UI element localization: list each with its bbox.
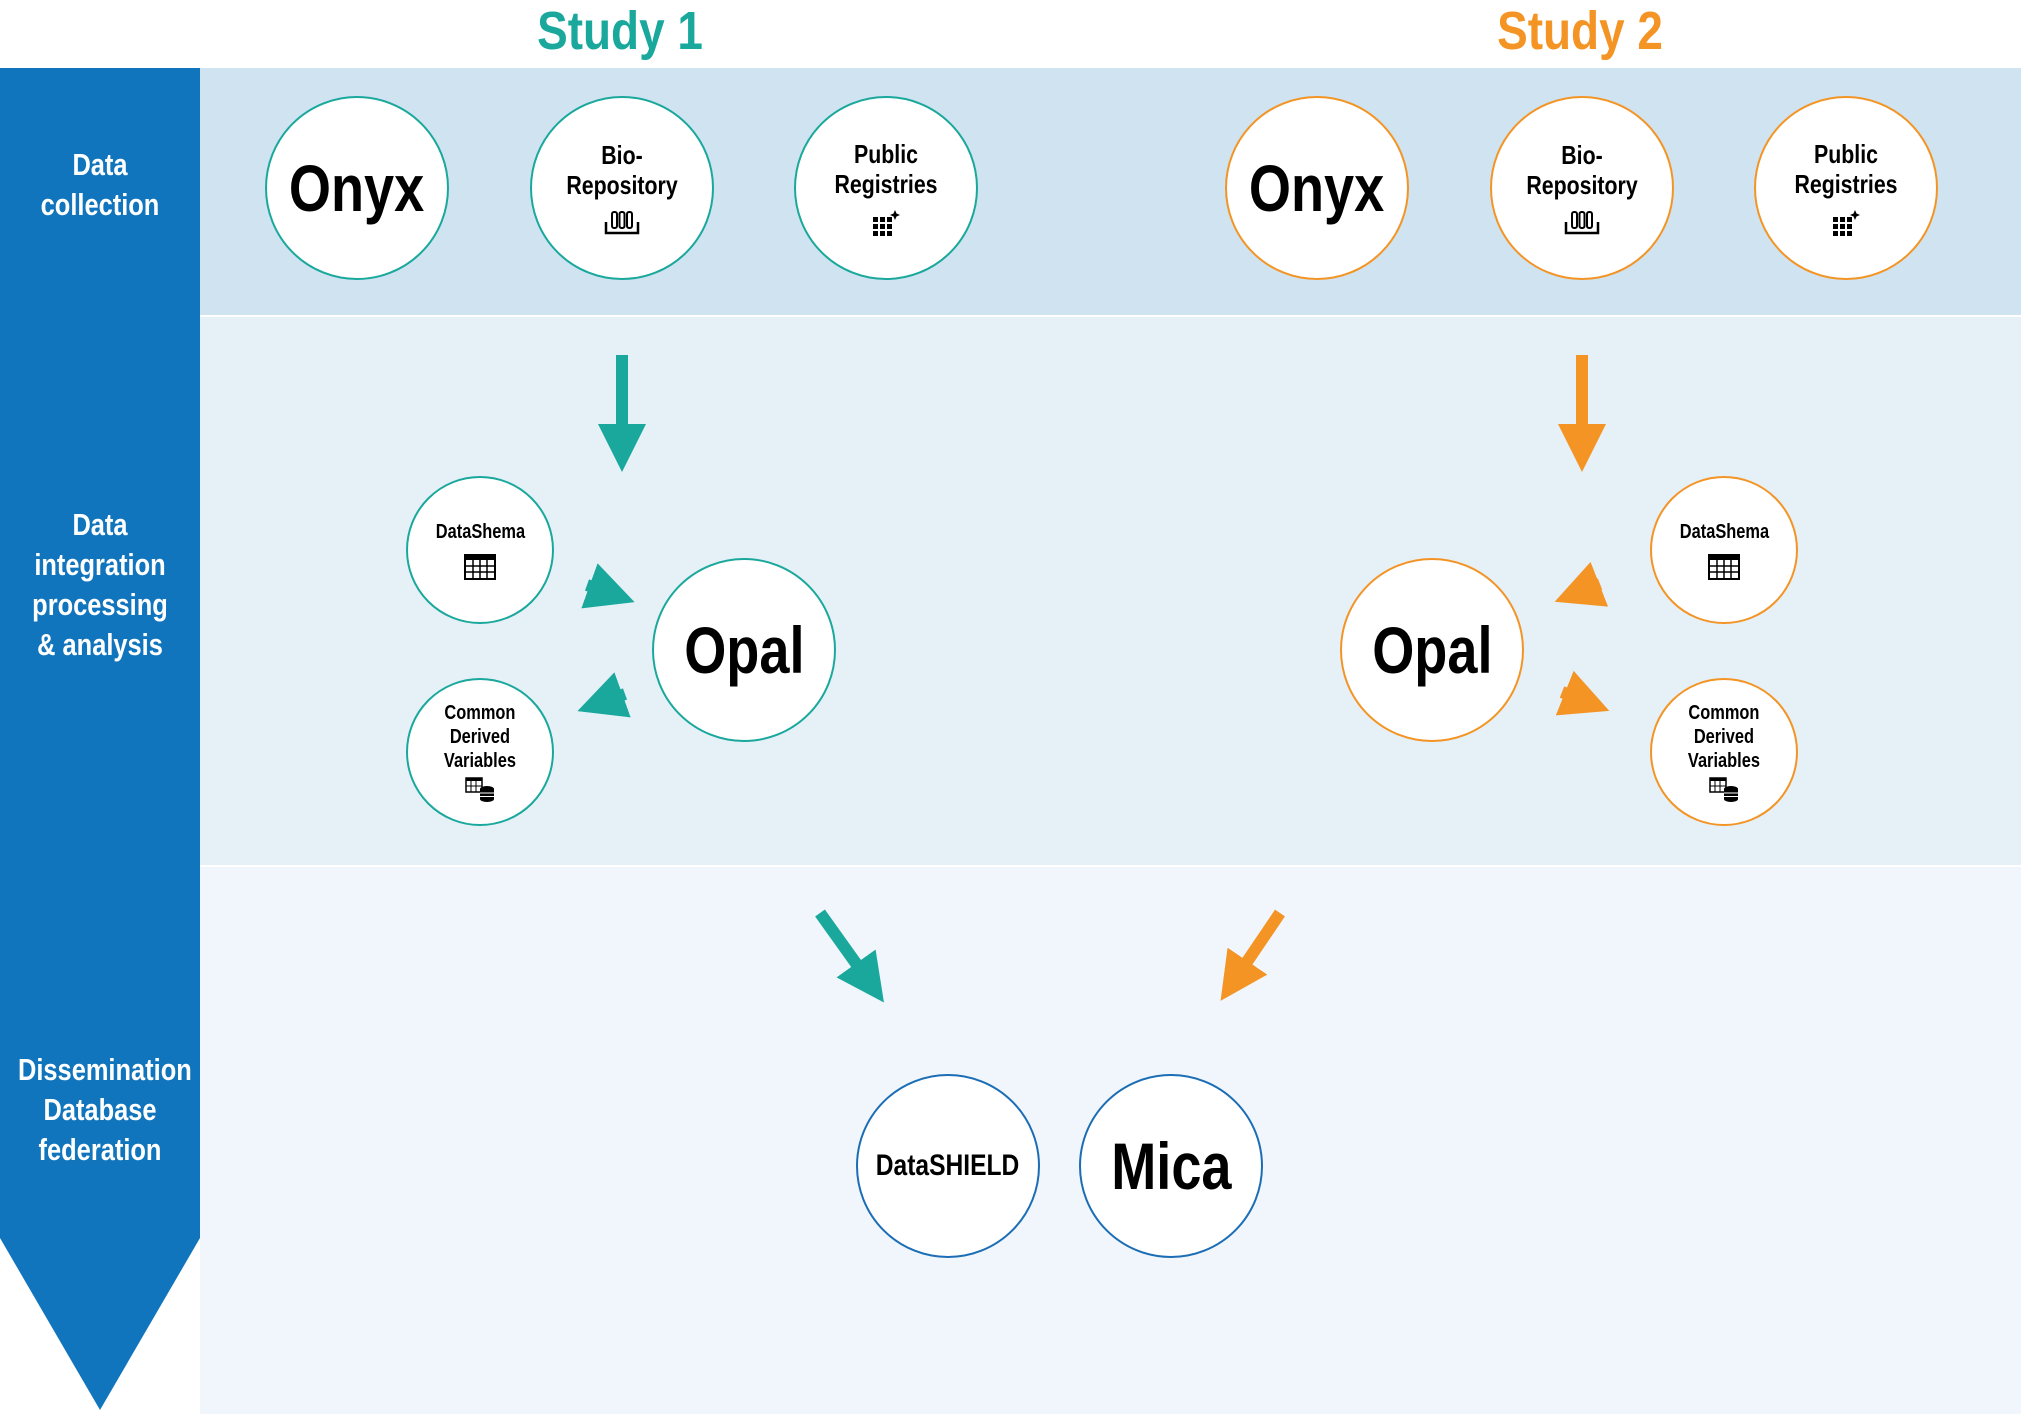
study1-opal-node: Opal — [652, 558, 836, 742]
table-database-icon — [1709, 777, 1738, 802]
study1-common-derived-variables-label: Common Derived Variables — [443, 702, 517, 772]
study2-bio-repository-label: Bio-Repository — [1526, 140, 1638, 200]
study1-common-derived-variables-node: Common Derived Variables — [406, 678, 554, 826]
study2-public-registries-label: Public Registries — [1794, 139, 1898, 199]
study1-data-schema-node: DataShema — [406, 476, 554, 624]
study1-bio-repository-label: Bio-Repository — [566, 140, 678, 200]
test-tubes-icon — [604, 211, 640, 235]
study2-common-derived-variables-node: Common Derived Variables — [1650, 678, 1798, 826]
datashield-node: DataSHIELD — [856, 1074, 1040, 1258]
study2-opal-node: Opal — [1340, 558, 1524, 742]
study1-opal-label: Opal — [683, 613, 805, 687]
study2-data-schema-node: DataShema — [1650, 476, 1798, 624]
arrow-study1-schema-to-opal — [581, 563, 635, 609]
study1-bio-repository-node: Bio-Repository — [530, 96, 714, 280]
study-2-title: Study 2 — [1497, 1, 1663, 61]
test-tubes-icon — [1564, 211, 1600, 235]
study1-onyx-node: Onyx — [265, 96, 449, 280]
stage-label-data-integration: Data integration processing & analysis — [32, 507, 168, 662]
stage-label-data-collection: Data collection — [40, 147, 160, 222]
study1-public-registries-node: Public Registries — [794, 96, 978, 280]
study2-opal-label: Opal — [1371, 613, 1493, 687]
study1-public-registries-label: Public Registries — [834, 139, 938, 199]
study-1-title: Study 1 — [537, 1, 703, 61]
grid-sparkle-icon — [1833, 210, 1860, 236]
arrow-study1-opal-to-derived — [577, 672, 631, 718]
stage-label-dissemination: Dissemination Database federation — [18, 1052, 192, 1167]
study1-onyx-label: Onyx — [289, 151, 425, 225]
study1-data-schema-label: DataShema — [435, 521, 525, 543]
study2-public-registries-node: Public Registries — [1754, 96, 1938, 280]
mica-label: Mica — [1110, 1129, 1232, 1203]
table-icon — [1708, 554, 1740, 580]
data-collection-band — [200, 68, 2021, 315]
grid-sparkle-icon — [873, 210, 900, 236]
stage-sidebar-arrow — [0, 68, 200, 1410]
table-icon — [464, 554, 496, 580]
arrow-study2-opal-to-derived — [1555, 670, 1610, 716]
study2-onyx-label: Onyx — [1249, 151, 1385, 225]
arrow-study2-schema-to-opal — [1554, 561, 1609, 607]
study2-common-derived-variables-label: Common Derived Variables — [1687, 702, 1761, 772]
study2-data-schema-label: DataShema — [1679, 521, 1769, 543]
arrow-study1-to-federation — [815, 909, 884, 1003]
datashield-label: DataSHIELD — [876, 1149, 1020, 1182]
arrow-study2-to-federation — [1220, 909, 1285, 1001]
mica-node: Mica — [1079, 1074, 1263, 1258]
study2-onyx-node: Onyx — [1225, 96, 1409, 280]
table-database-icon — [465, 777, 494, 802]
study2-bio-repository-node: Bio-Repository — [1490, 96, 1674, 280]
